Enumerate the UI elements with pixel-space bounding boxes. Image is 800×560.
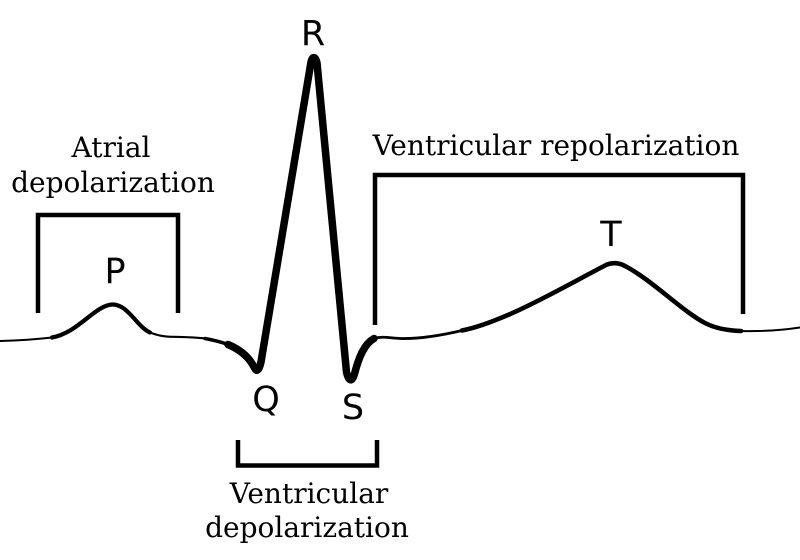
ventricular-repolarization-label: Ventricular repolarization (372, 129, 740, 162)
atrial-depolarization-label-line2: depolarization (11, 166, 215, 199)
atrial-depolarization-bracket (35, 212, 181, 313)
q-wave-label: Q (252, 380, 280, 420)
ecg-st-segment (372, 329, 464, 340)
ecg-baseline-end (740, 326, 800, 333)
ecg-pq-segment (148, 331, 207, 340)
ecg-trace (0, 53, 800, 384)
t-wave-label: T (599, 215, 622, 255)
ventricular-depolarization-bracket (235, 440, 380, 468)
ecg-baseline-start (0, 336, 53, 342)
ecg-t-wave (459, 260, 744, 334)
annotation-brackets (35, 172, 746, 468)
ventricular-depolarization-label-line1: Ventricular (229, 477, 389, 510)
ventricular-repolarization-bracket (372, 172, 746, 325)
ecg-qrs-complex (224, 53, 378, 384)
ventricular-depolarization-label-line2: depolarization (205, 511, 409, 544)
p-wave-label: P (104, 252, 125, 292)
r-wave-label: R (301, 14, 325, 54)
atrial-depolarization-label-line1: Atrial (71, 131, 151, 164)
s-wave-label: S (342, 388, 364, 428)
ecg-p-wave (49, 302, 153, 340)
